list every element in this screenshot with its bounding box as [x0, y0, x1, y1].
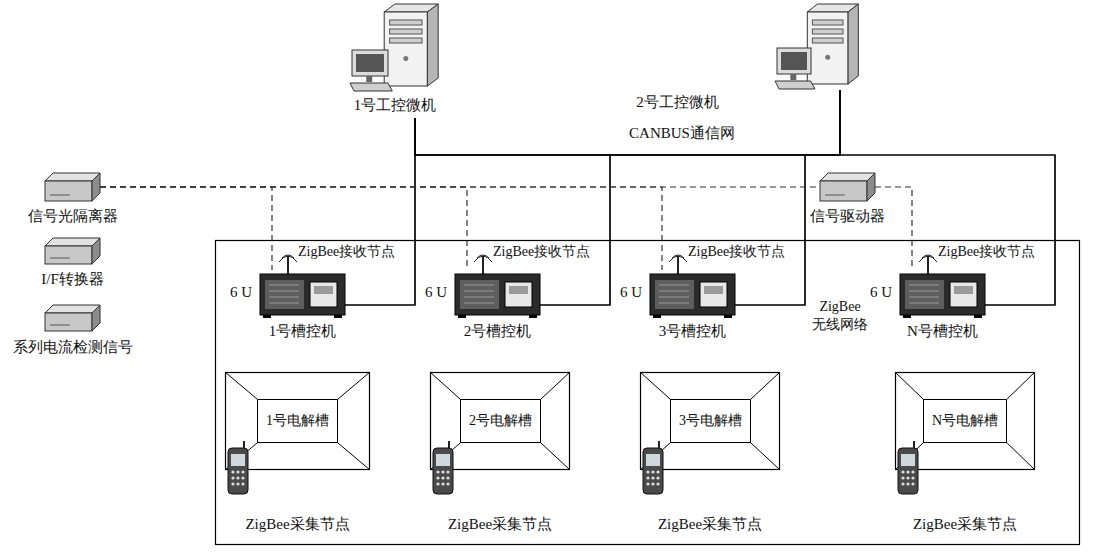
node-label: 1号工控微机	[335, 96, 455, 114]
pc-icon	[350, 4, 440, 92]
slot-icon	[260, 270, 345, 315]
slot-controller: ZigBee接收节点6 U1号槽控机	[260, 270, 345, 315]
cell-label: 2号电解槽	[469, 412, 532, 430]
node-label: 1号槽控机	[250, 322, 355, 340]
node-label: ZigBee接收节点	[298, 243, 410, 261]
node-label: 2号工控微机	[615, 93, 740, 111]
cell-inner-box: 3号电解槽	[670, 399, 751, 443]
node-label: ZigBee 无线网络	[811, 298, 869, 334]
control-computer: 1号工控微机	[335, 4, 455, 118]
bus-label: CANBUS通信网	[612, 124, 752, 142]
zigbee-collector: ZigBee采集节点	[897, 448, 919, 494]
if-converter: I/F转换器	[45, 238, 100, 264]
dev-icon	[45, 173, 100, 201]
cell-label: 1号电解槽	[266, 412, 329, 430]
node-label: ZigBee采集节点	[215, 515, 380, 533]
node-label: I/F转换器	[0, 270, 145, 288]
node-label: ZigBee接收节点	[493, 243, 605, 261]
canbus-line	[540, 90, 840, 305]
signal-line	[100, 187, 662, 270]
cell-inner-box: 2号电解槽	[460, 399, 541, 443]
dev-icon	[45, 238, 100, 264]
current-signal-device: 系列电流检测信号	[45, 305, 100, 331]
node-label: ZigBee采集节点	[630, 515, 790, 533]
slot-controller: ZigBee接收节点6 UN号槽控机	[900, 270, 985, 315]
canbus-line	[840, 90, 1055, 305]
node-label: 3号槽控机	[640, 322, 745, 340]
slot-icon	[650, 270, 735, 315]
signal-line	[875, 187, 912, 270]
node-label: 2号槽控机	[445, 322, 550, 340]
zigbee-collector: ZigBee采集节点	[432, 448, 454, 494]
slot-controller: ZigBee接收节点6 U2号槽控机	[455, 270, 540, 315]
dev-icon	[820, 173, 875, 201]
canbus-line	[345, 90, 840, 305]
signal-line	[100, 187, 272, 270]
node-label: ZigBee接收节点	[938, 243, 1050, 261]
node-label: ZigBee采集节点	[420, 515, 580, 533]
node-label: 6 U	[425, 283, 453, 301]
node-label: 6 U	[230, 283, 258, 301]
cell-inner-box: N号电解槽	[923, 399, 1007, 443]
slot-icon	[455, 270, 540, 315]
node-label: 6 U	[620, 283, 648, 301]
cell-label: N号电解槽	[932, 412, 998, 430]
node-label: ZigBee接收节点	[688, 243, 800, 261]
node-label: 系列电流检测信号	[0, 338, 145, 356]
node-label: 信号光隔离器	[0, 207, 145, 225]
phone-icon	[432, 448, 454, 494]
cell-inner-box: 1号电解槽	[257, 399, 338, 443]
zigbee-collector: ZigBee采集节点	[642, 448, 664, 494]
phone-icon	[642, 448, 664, 494]
slot-controller: ZigBee接收节点6 U3号槽控机	[650, 270, 735, 315]
node-label: N号槽控机	[890, 322, 995, 340]
control-computer: 2号工控微机	[775, 4, 860, 90]
pc-icon	[775, 4, 860, 90]
optical-isolator: 信号光隔离器	[45, 173, 100, 201]
phone-icon	[897, 448, 919, 494]
zigbee-network-region: ZigBee 无线网络ZigBee接收节点6 U1号槽控机ZigBee接收节点6…	[215, 240, 1080, 545]
signal-line	[100, 187, 467, 270]
slot-icon	[900, 270, 985, 315]
dev-icon	[45, 305, 100, 331]
signal-driver: 信号驱动器	[820, 173, 875, 201]
node-label: ZigBee采集节点	[885, 515, 1045, 533]
canbus-line	[345, 118, 415, 305]
phone-icon	[227, 448, 249, 494]
node-label: 信号驱动器	[795, 207, 900, 225]
node-label: 6 U	[870, 283, 898, 301]
cell-label: 3号电解槽	[679, 412, 742, 430]
zigbee-collector: ZigBee采集节点	[227, 448, 249, 494]
